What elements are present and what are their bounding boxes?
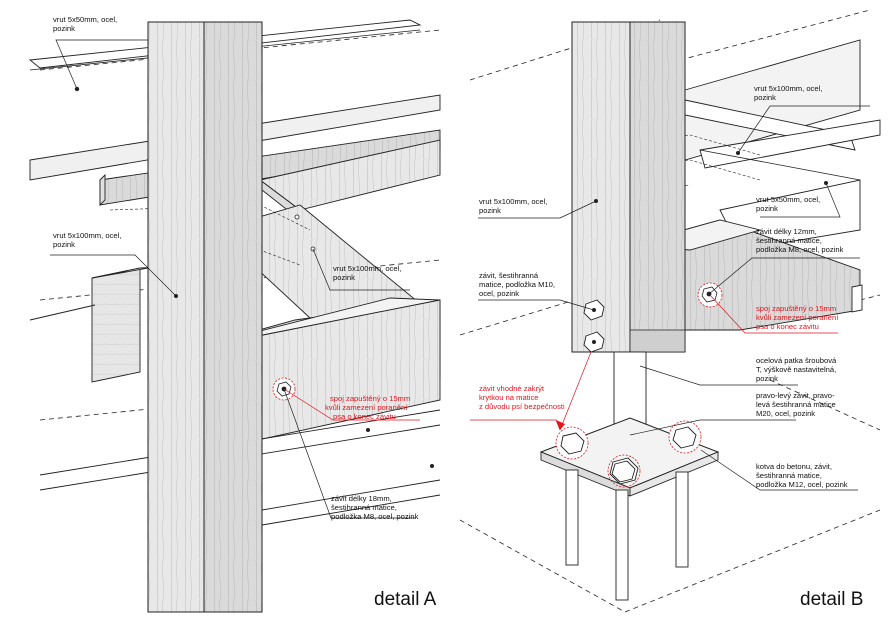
label-screw-mid-a: vrut 5x100mm, ocel, pozink: [333, 264, 404, 282]
detail-a-drawing: [28, 19, 441, 613]
label-screw-left-a: vrut 5x100mm, ocel, pozink: [53, 231, 124, 249]
screw-icon: [366, 428, 370, 432]
label-thread-m20-b: pravo-levý závit, pravo- levá šestihrann…: [756, 391, 838, 418]
label-recessed-joint-b: spoj zapuštěný o 15mm kvůli zamezení por…: [756, 304, 840, 331]
screw-icon: [294, 214, 300, 220]
label-anchor-b: kotva do betonu, závit, šestihranná mati…: [756, 462, 848, 489]
label-bolt-m10-b: závit, šestihranná matice, podložka M10,…: [479, 271, 557, 298]
label-screw-top-b: vrut 5x100mm, ocel, pozink: [754, 84, 825, 102]
label-screw-post-b: vrut 5x100mm, ocel, pozink: [479, 197, 550, 215]
label-screw-top-a: vrut 5x50mm, ocel, pozink: [53, 15, 119, 33]
detail-a-title: detail A: [374, 589, 437, 610]
label-base-foot-b: ocelová patka šroubová T, výškově nastav…: [756, 356, 838, 383]
detail-b-drawing: [459, 9, 881, 613]
label-screw-small-b: vrut 5x50mm, ocel, pozink: [756, 195, 822, 213]
label-thread-12-b: závit délky 12mm, šestihranná matice, po…: [756, 227, 844, 254]
label-cap-note-b: závit vhodné zakrýt krytkou na matice z …: [479, 384, 565, 411]
screw-icon: [430, 464, 434, 468]
label-thread-a: závit délky 18mm, šestihranná matice, po…: [331, 494, 419, 521]
detail-b-title: detail B: [800, 589, 863, 610]
label-recessed-joint-a: spoj zapuštěný o 15mm kvůli zamezení por…: [325, 394, 412, 421]
